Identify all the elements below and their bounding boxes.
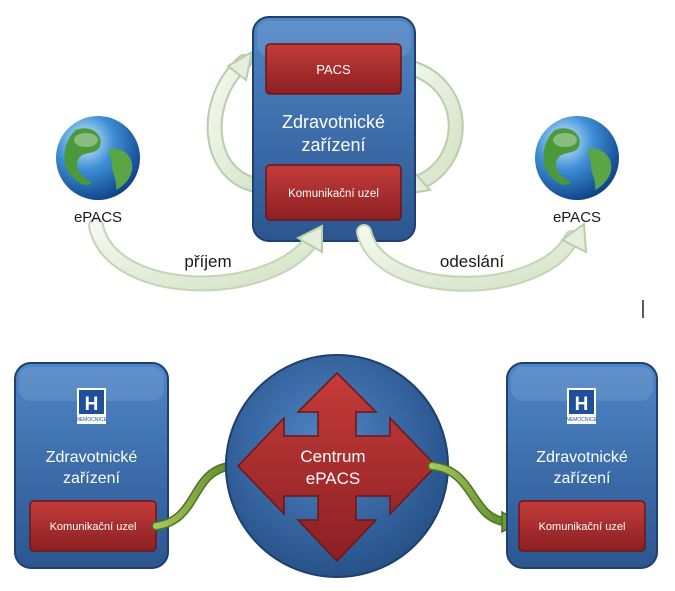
receive-label: příjem: [184, 252, 231, 271]
top-facility-title-line1: Zdravotnické: [282, 112, 385, 132]
send-arrow: [356, 222, 588, 292]
top-node-box: Komunikační uzel: [265, 164, 402, 221]
globe-icon: [535, 116, 619, 200]
left-facility-title-line2: zařízení: [63, 470, 120, 487]
top-node-label: Komunikační uzel: [288, 188, 379, 200]
pacs-box: PACS: [265, 43, 402, 95]
center-title-line1: Centrum: [300, 447, 365, 466]
top-facility-title-line2: zařízení: [301, 135, 365, 155]
svg-text:NEMOCNICE: NEMOCNICE: [76, 417, 107, 423]
hospital-icon: H NEMOCNICE: [76, 388, 107, 424]
hospital-icon: H NEMOCNICE: [566, 388, 597, 424]
left-facility-title-line1: Zdravotnické: [46, 449, 138, 466]
cycle-arrow-left: [206, 49, 270, 194]
right-node-label: Komunikační uzel: [539, 521, 626, 533]
svg-text:H: H: [575, 394, 589, 415]
right-facility-title-line2: zařízení: [554, 470, 611, 487]
svg-text:H: H: [85, 394, 99, 415]
left-node-label: Komunikační uzel: [50, 521, 137, 533]
send-label: odeslání: [440, 252, 505, 271]
right-facility-title-line1: Zdravotnické: [536, 449, 628, 466]
right-globe-label: ePACS: [553, 209, 601, 226]
four-way-arrow-icon: [236, 371, 438, 563]
left-node-box: Komunikační uzel: [29, 500, 157, 552]
receive-arrow: [88, 218, 323, 292]
center-title-line2: ePACS: [306, 469, 361, 488]
right-node-box: Komunikační uzel: [518, 500, 646, 552]
left-globe-label: ePACS: [74, 209, 122, 226]
globe-icon: [56, 116, 140, 200]
pacs-label: PACS: [316, 62, 351, 77]
svg-text:NEMOCNICE: NEMOCNICE: [566, 417, 597, 423]
